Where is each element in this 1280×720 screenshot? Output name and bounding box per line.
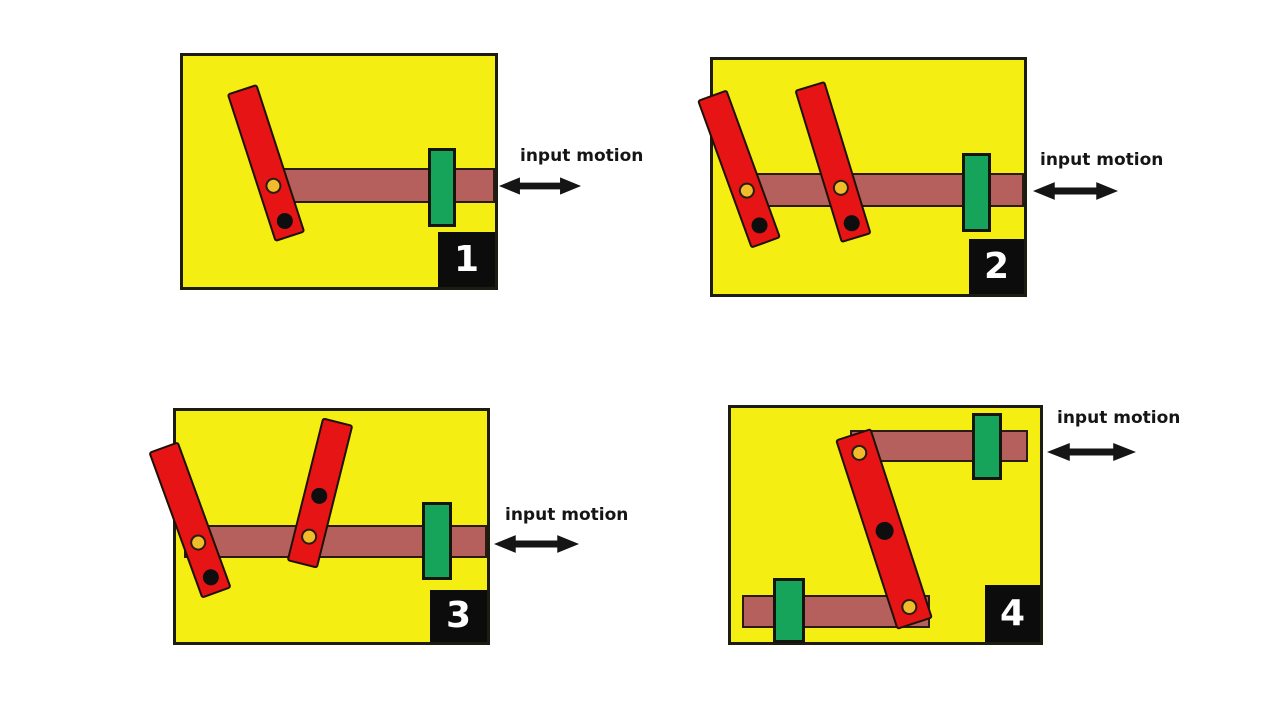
lever [226,83,306,243]
fixed-pivot-icon [274,210,295,231]
pivot-pin-icon [188,532,209,554]
pivot-pin-icon [849,442,870,463]
pivot-pin-icon [736,180,758,201]
lever [148,441,232,599]
double-arrow-icon [493,534,580,554]
slider-guide-block [422,502,452,580]
mechanism-panel-1: 1 [180,53,498,290]
double-arrow-icon [498,176,582,196]
input-motion-label: input motion [1040,150,1164,170]
input-motion-annotation: input motion [1032,150,1192,210]
double-arrow-icon [1032,181,1119,201]
lever [696,89,782,249]
input-motion-annotation: input motion [498,146,658,206]
lever [794,80,872,244]
input-motion-label: input motion [520,146,644,166]
pivot-pin-icon [899,597,920,618]
pivot-pin-icon [830,177,851,198]
panel-number-badge: 2 [969,239,1024,294]
panel-number-badge: 4 [985,585,1040,642]
linkage-bar [280,168,495,203]
fixed-pivot-icon [841,213,862,234]
fixed-pivot-icon [200,566,222,588]
slider-guide-block-top [972,413,1002,480]
slider-guide-block [962,153,991,232]
panel-number-badge: 3 [430,590,487,642]
mechanism-panel-4: 4 [728,405,1043,645]
pivot-pin-icon [263,176,284,197]
slider-guide-block [428,148,456,227]
mechanism-panel-2: 2 [696,57,1027,297]
double-arrow-icon [1046,442,1137,462]
mechanism-panel-3: 3 [148,408,490,645]
input-motion-label: input motion [1057,408,1181,428]
fixed-pivot-icon [309,486,330,506]
slider-guide-block-bottom [773,578,805,643]
input-motion-annotation: input motion [493,505,653,565]
pivot-pin-icon [299,526,319,546]
input-motion-annotation: input motion [1046,408,1206,468]
input-motion-label: input motion [505,505,629,525]
fixed-pivot-icon [749,215,770,236]
panel-number-badge: 1 [438,232,495,287]
fixed-pivot-icon [873,519,896,543]
